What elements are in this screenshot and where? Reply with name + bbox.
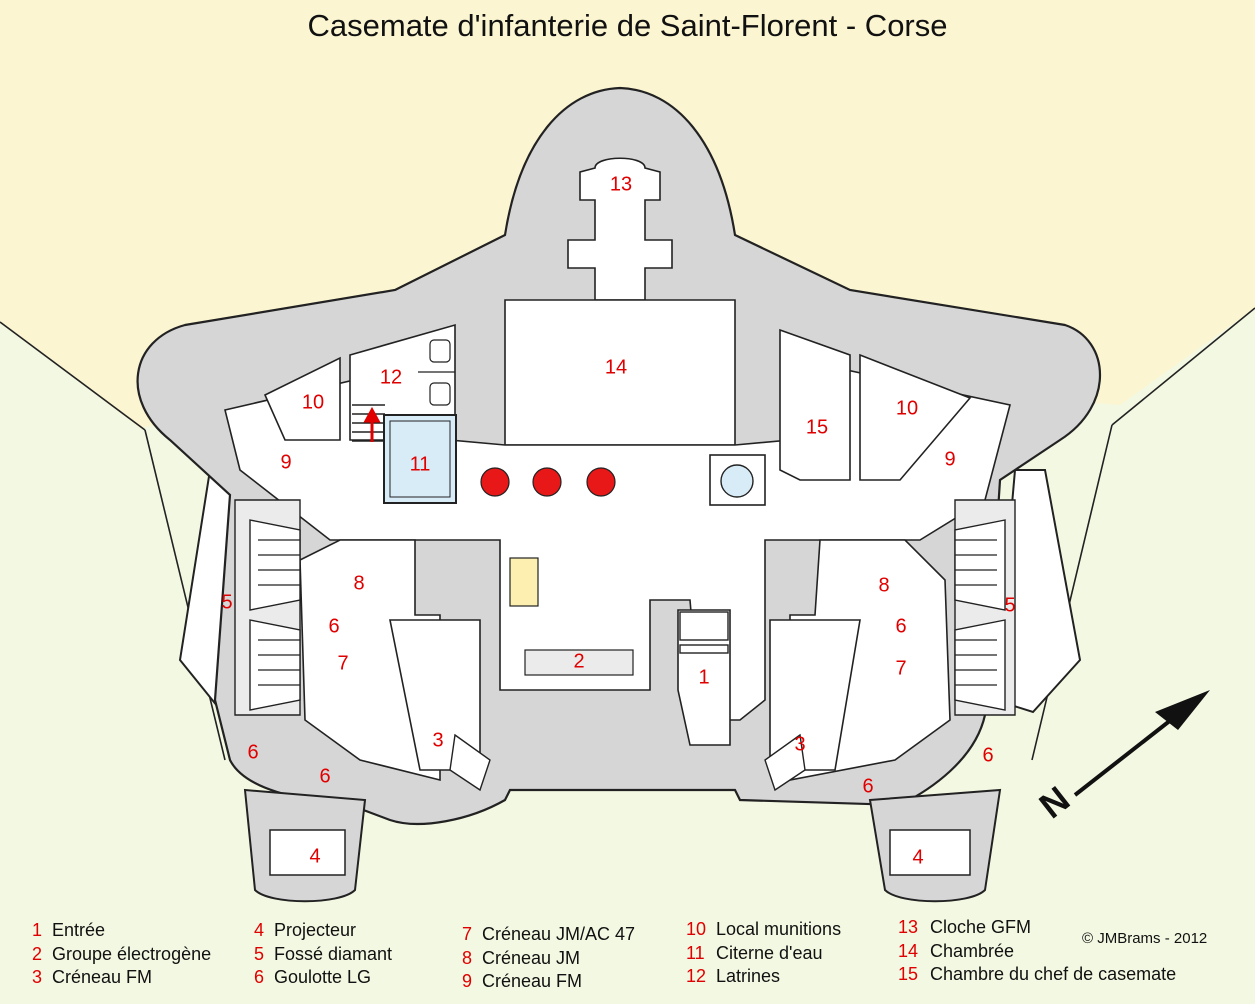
well-circle [720,464,754,498]
generator-fuel-block [509,557,539,607]
page-title: Casemate d'infanterie de Saint-Florent -… [307,8,948,43]
room-label-9: 9 [944,448,955,470]
projector-blocks [243,788,1002,903]
room-label-6: 6 [247,741,258,763]
room-label-6: 6 [319,765,330,787]
cistern-inner [389,420,451,498]
red-markers [480,467,616,497]
room-label-5: 5 [1004,594,1015,616]
room-label-6: 6 [982,744,993,766]
room-label-12: 12 [380,366,402,388]
room-label-6: 6 [862,775,873,797]
cistern [383,414,457,504]
entrance-doors [679,611,729,654]
north-arrow [1073,690,1210,797]
generator [524,649,634,676]
room-label-15: 15 [806,416,828,438]
room-label-6: 6 [328,615,339,637]
room-label-10: 10 [896,397,918,419]
room-label-4: 4 [912,846,923,868]
room-label-7: 7 [337,652,348,674]
room-label-9: 9 [280,451,291,473]
room-label-7: 7 [895,657,906,679]
room-label-10: 10 [302,391,324,413]
room-label-8: 8 [353,572,364,594]
room-label-4: 4 [309,845,320,867]
room-label-6: 6 [895,615,906,637]
room-label-3: 3 [432,729,443,751]
embrasures [249,519,1006,792]
room-label-13: 13 [610,173,632,195]
room-label-1: 1 [698,666,709,688]
room-label-8: 8 [878,574,889,596]
interior-rooms [224,157,1011,782]
glacis-lines [0,307,1255,761]
room-label-3: 3 [794,733,805,755]
room-label-2: 2 [573,650,584,672]
stair-arrow-icon [363,406,381,442]
room-label-11: 11 [410,453,431,475]
embrasure-steps [258,539,997,686]
copyright-notice: © JMBrams - 2012 [1082,930,1208,947]
room-label-14: 14 [605,356,627,378]
latrine-fixtures [418,339,455,406]
room-label-5: 5 [221,591,232,613]
